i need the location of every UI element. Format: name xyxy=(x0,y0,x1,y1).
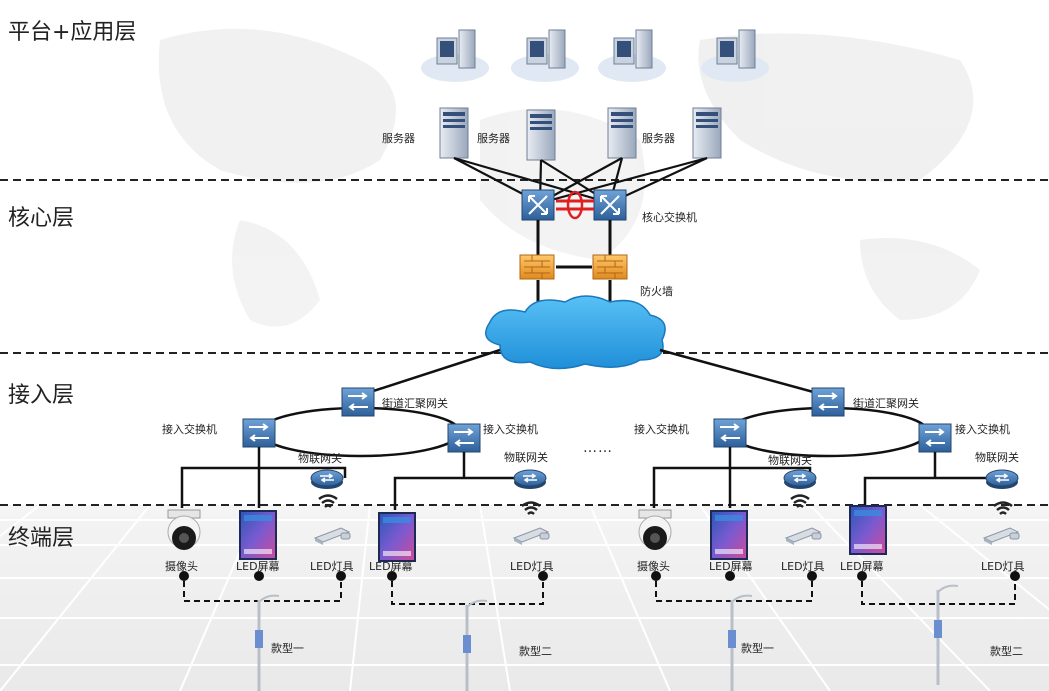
cloud-servers xyxy=(421,29,769,82)
iot-gateway-label-3: 物联网关 xyxy=(768,454,812,467)
access-switch-label-3: 接入交换机 xyxy=(634,423,689,436)
server-label-3: 服务器 xyxy=(642,132,675,145)
more-groups-ellipsis: …… xyxy=(583,440,613,456)
iot-gateway-3 xyxy=(783,469,817,490)
led-lamp-label-2: LED灯具 xyxy=(510,560,554,573)
led-screen-3 xyxy=(710,510,748,560)
iot-gateway-label-2: 物联网关 xyxy=(504,451,548,464)
led-screen-label-1: LED屏幕 xyxy=(236,560,280,573)
server-2 xyxy=(526,109,556,161)
led-screen-label-4: LED屏幕 xyxy=(840,560,884,573)
led-screen-2 xyxy=(378,512,416,562)
layer-label-platform: 平台+应用层 xyxy=(8,20,137,45)
led-lamp-label-3: LED灯具 xyxy=(781,560,825,573)
camera-label-1: 摄像头 xyxy=(165,560,198,573)
core-switch-label: 核心交换机 xyxy=(642,211,697,224)
redundant-link xyxy=(556,190,594,220)
floor-grid xyxy=(0,504,1049,691)
pole-grouping-lines xyxy=(183,581,1016,605)
network-cloud xyxy=(485,295,666,370)
cloud-aggregation-links xyxy=(357,348,829,398)
led-screen-label-2: LED屏幕 xyxy=(369,560,413,573)
iot-gateway-4 xyxy=(985,469,1019,490)
layer-label-access: 接入层 xyxy=(8,383,75,408)
firewall-label: 防火墙 xyxy=(640,285,673,298)
camera-2 xyxy=(638,509,672,551)
access-switch-label-4: 接入交换机 xyxy=(955,423,1010,436)
server-core-links xyxy=(453,156,708,205)
access-switch-1 xyxy=(242,418,276,448)
pole-model-label-2: 款型二 xyxy=(519,645,552,658)
access-switch-label-1: 接入交换机 xyxy=(162,423,217,436)
led-lamp-label-1: LED灯具 xyxy=(310,560,354,573)
access-switch-3 xyxy=(713,418,747,448)
server-label-1: 服务器 xyxy=(382,132,415,145)
device-dots xyxy=(179,571,1020,581)
firewall-left xyxy=(519,254,555,280)
server-3 xyxy=(607,107,637,159)
iot-gateway-label-4: 物联网关 xyxy=(975,451,1019,464)
core-switch-right xyxy=(593,189,627,221)
server-1 xyxy=(439,107,469,159)
aggregation-gateway-left xyxy=(341,387,375,417)
iot-gateway-label-1: 物联网关 xyxy=(298,452,342,465)
layer-label-core: 核心层 xyxy=(8,206,75,231)
layer-label-terminal: 终端层 xyxy=(8,526,75,551)
led-screen-1 xyxy=(239,510,277,560)
server-4 xyxy=(692,107,722,159)
access-switch-label-2: 接入交换机 xyxy=(483,423,538,436)
pole-model-label-3: 款型一 xyxy=(741,642,774,655)
led-screen-label-3: LED屏幕 xyxy=(709,560,753,573)
access-switch-2 xyxy=(447,423,481,453)
camera-1 xyxy=(167,509,201,551)
pole-model-label-4: 款型二 xyxy=(990,645,1023,658)
led-lamp-label-4: LED灯具 xyxy=(981,560,1025,573)
iot-gateway-1 xyxy=(310,469,344,490)
firewall-right xyxy=(592,254,628,280)
access-switch-4 xyxy=(918,423,952,453)
iot-gateway-2 xyxy=(513,469,547,490)
aggregation-gateway-label-left: 街道汇聚网关 xyxy=(382,397,448,410)
camera-label-2: 摄像头 xyxy=(637,560,670,573)
aggregation-gateway-label-right: 街道汇聚网关 xyxy=(853,397,919,410)
core-switch-left xyxy=(521,189,555,221)
server-label-2: 服务器 xyxy=(477,132,510,145)
led-screen-4 xyxy=(849,505,887,555)
pole-model-label-1: 款型一 xyxy=(271,642,304,655)
aggregation-gateway-right xyxy=(811,387,845,417)
